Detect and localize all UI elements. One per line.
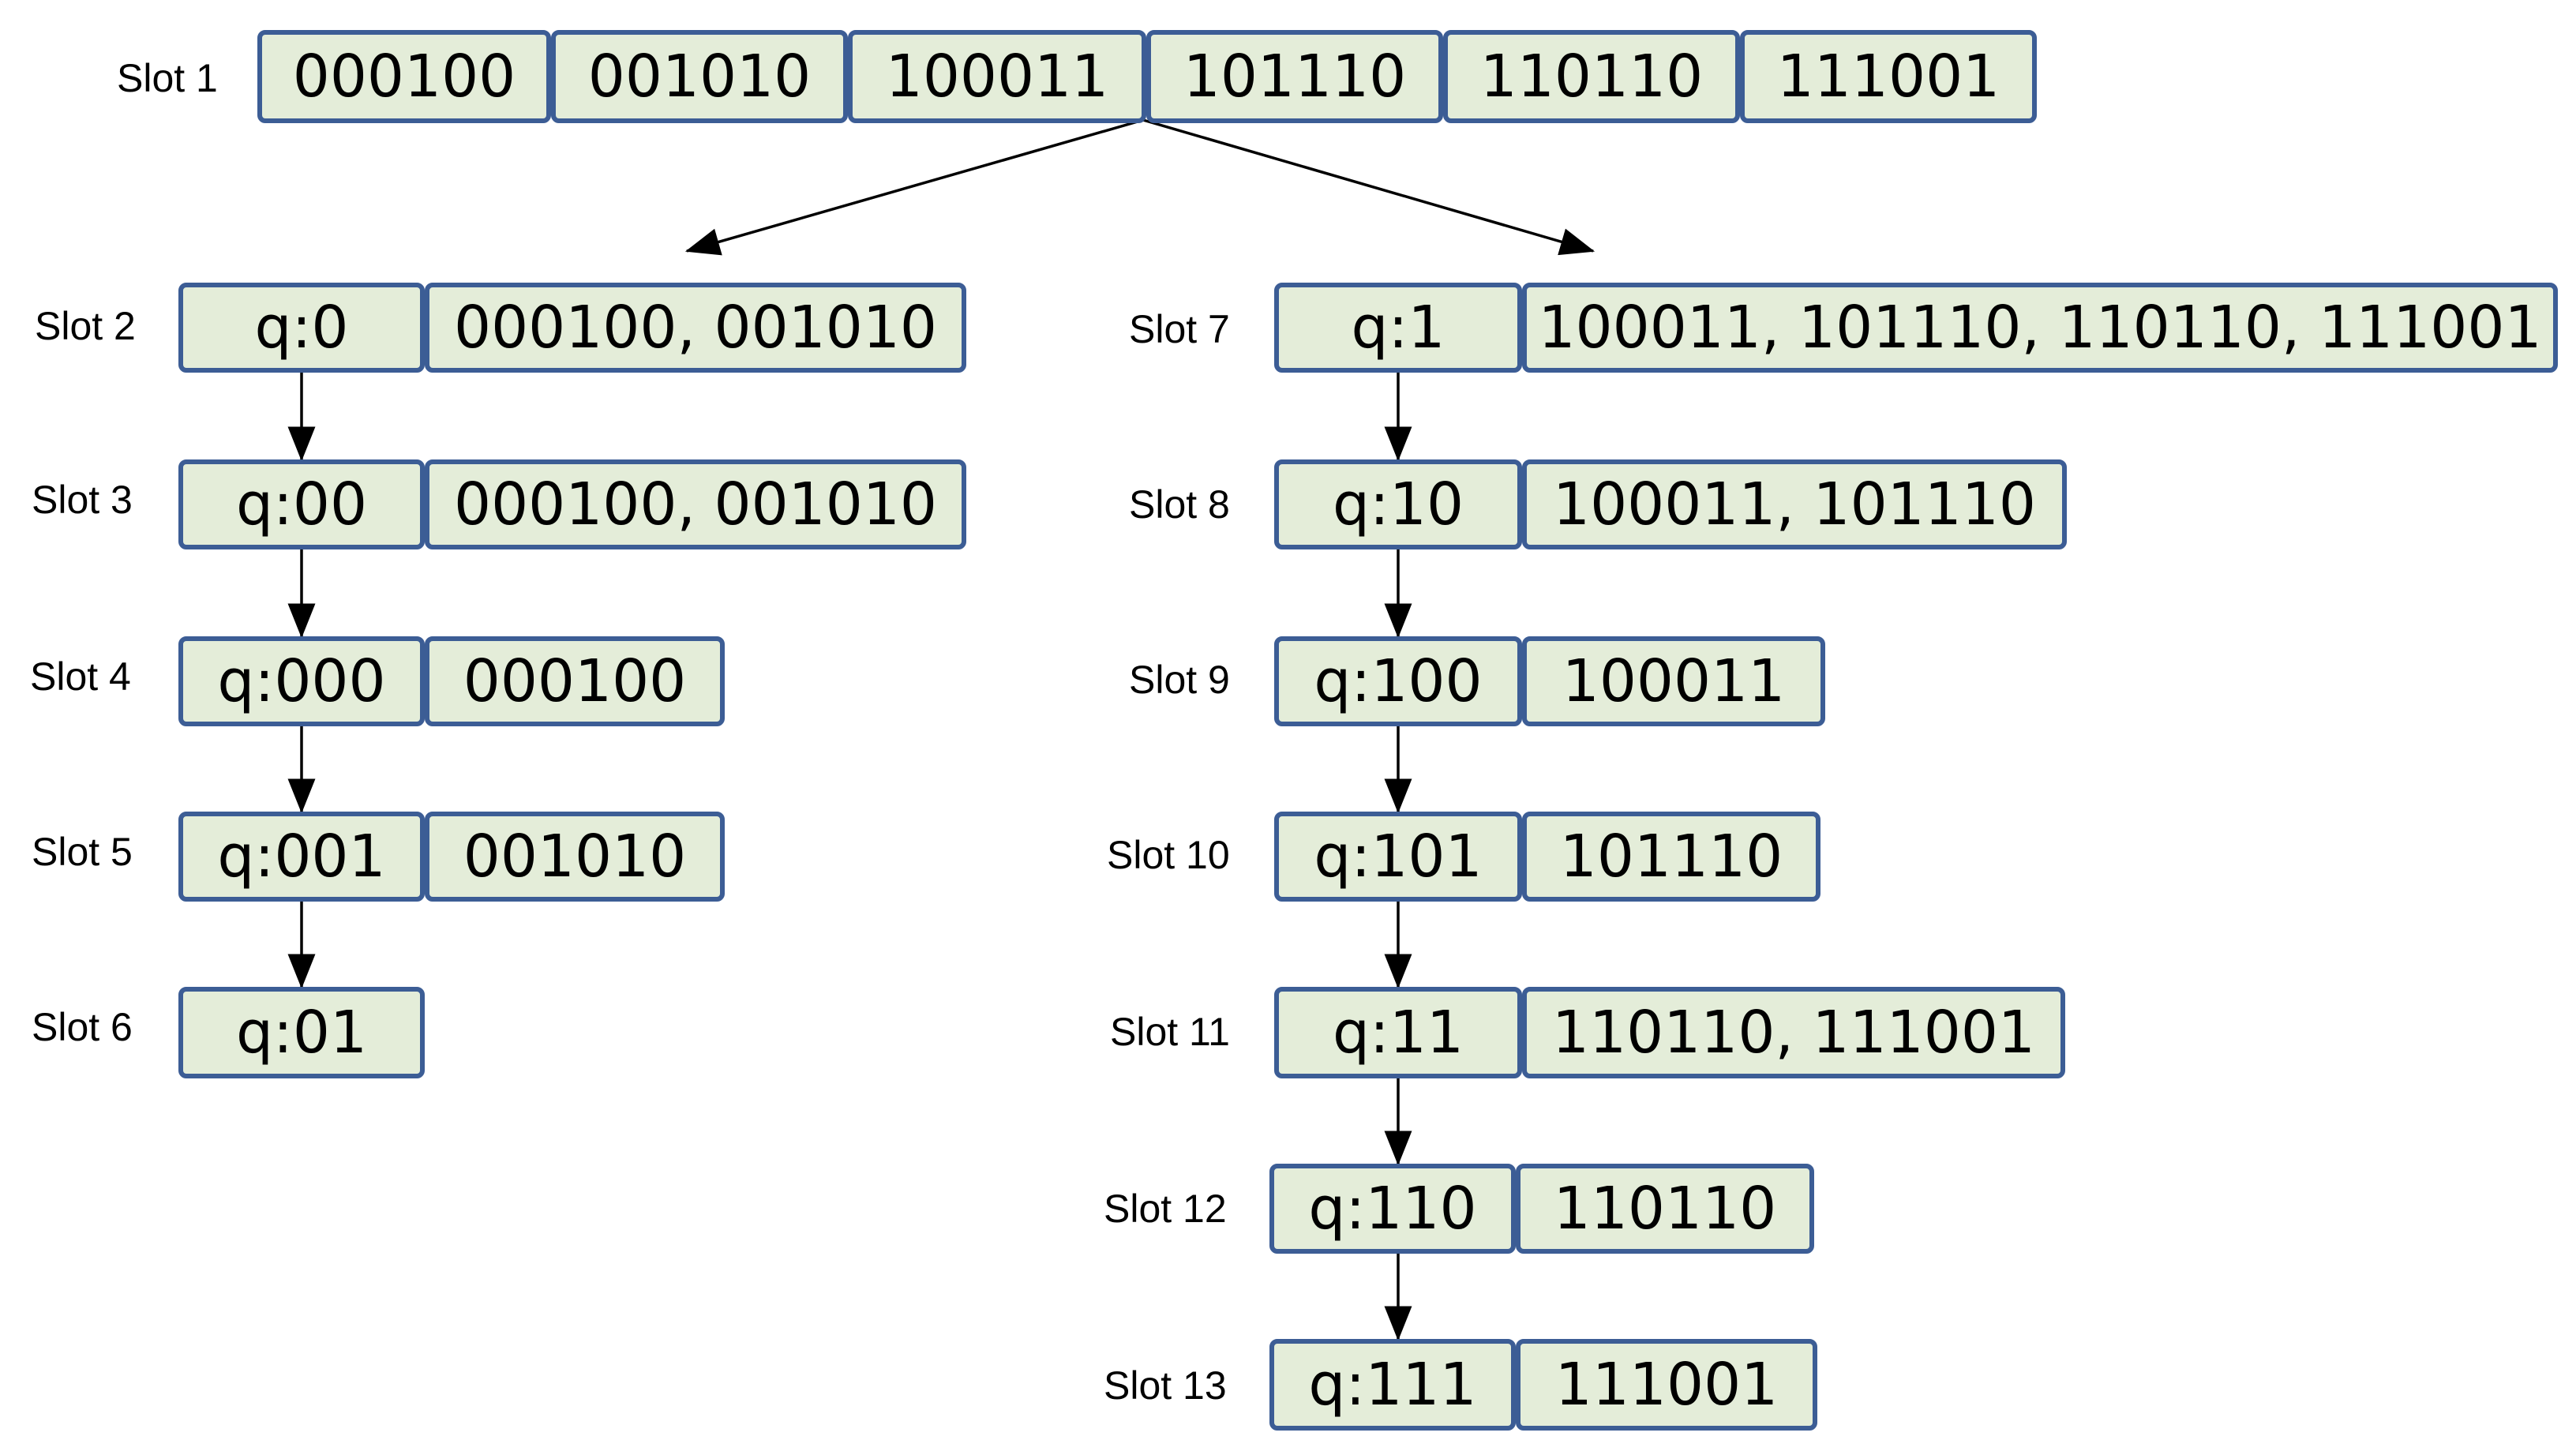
id-list-cell: 000100, 001010 (425, 283, 966, 373)
slot-label: Slot 6 (32, 1005, 133, 1049)
query-cell: q:01 (178, 987, 425, 1078)
query-cell: q:10 (1274, 459, 1522, 549)
query-cell: q:0 (178, 283, 425, 373)
id-list-cell: 100011 (1522, 636, 1825, 726)
slot-label: Slot 1 (117, 56, 218, 100)
query-cell: q:00 (178, 459, 425, 549)
id-list-cell: 100011, 101110 (1522, 459, 2067, 549)
id-list-cell: 001010 (425, 812, 725, 902)
slot-label: Slot 8 (1129, 482, 1230, 527)
query-cell: q:1 (1274, 283, 1522, 373)
id-list-cell: 110110 (1516, 1164, 1814, 1254)
split-arrow-right (1142, 118, 1595, 256)
query-cell: q:111 (1269, 1339, 1516, 1431)
split-arrow-left (684, 118, 1144, 256)
query-cell: q:001 (178, 812, 425, 902)
query-cell: q:11 (1274, 987, 1522, 1078)
root-id-cell: 110110 (1443, 30, 1740, 123)
slot-label: Slot 5 (32, 830, 133, 874)
root-id-cell: 100011 (848, 30, 1146, 123)
root-id-cell: 111001 (1740, 30, 2037, 123)
slot-label: Slot 9 (1129, 658, 1230, 702)
query-cell: q:100 (1274, 636, 1522, 726)
query-cell: q:000 (178, 636, 425, 726)
slot-label: Slot 10 (1107, 833, 1230, 877)
id-list-cell: 100011, 101110, 110110, 111001 (1522, 283, 2558, 373)
id-list-cell: 101110 (1522, 812, 1820, 902)
root-id-cell: 001010 (551, 30, 848, 123)
slot-label: Slot 2 (35, 304, 136, 348)
id-list-cell: 000100 (425, 636, 725, 726)
root-id-cell: 000100 (257, 30, 551, 123)
id-list-cell: 000100, 001010 (425, 459, 966, 549)
slot-label: Slot 12 (1104, 1187, 1227, 1231)
id-list-cell: 111001 (1516, 1339, 1817, 1431)
slot-label: Slot 11 (1110, 1010, 1230, 1054)
slot-label: Slot 13 (1104, 1363, 1227, 1408)
slot-label: Slot 7 (1129, 307, 1230, 351)
id-list-cell: 110110, 111001 (1522, 987, 2065, 1078)
slot-label: Slot 4 (30, 654, 131, 699)
root-id-cell: 101110 (1146, 30, 1443, 123)
query-cell: q:101 (1274, 812, 1522, 902)
slot-label: Slot 3 (32, 478, 133, 522)
query-cell: q:110 (1269, 1164, 1516, 1254)
